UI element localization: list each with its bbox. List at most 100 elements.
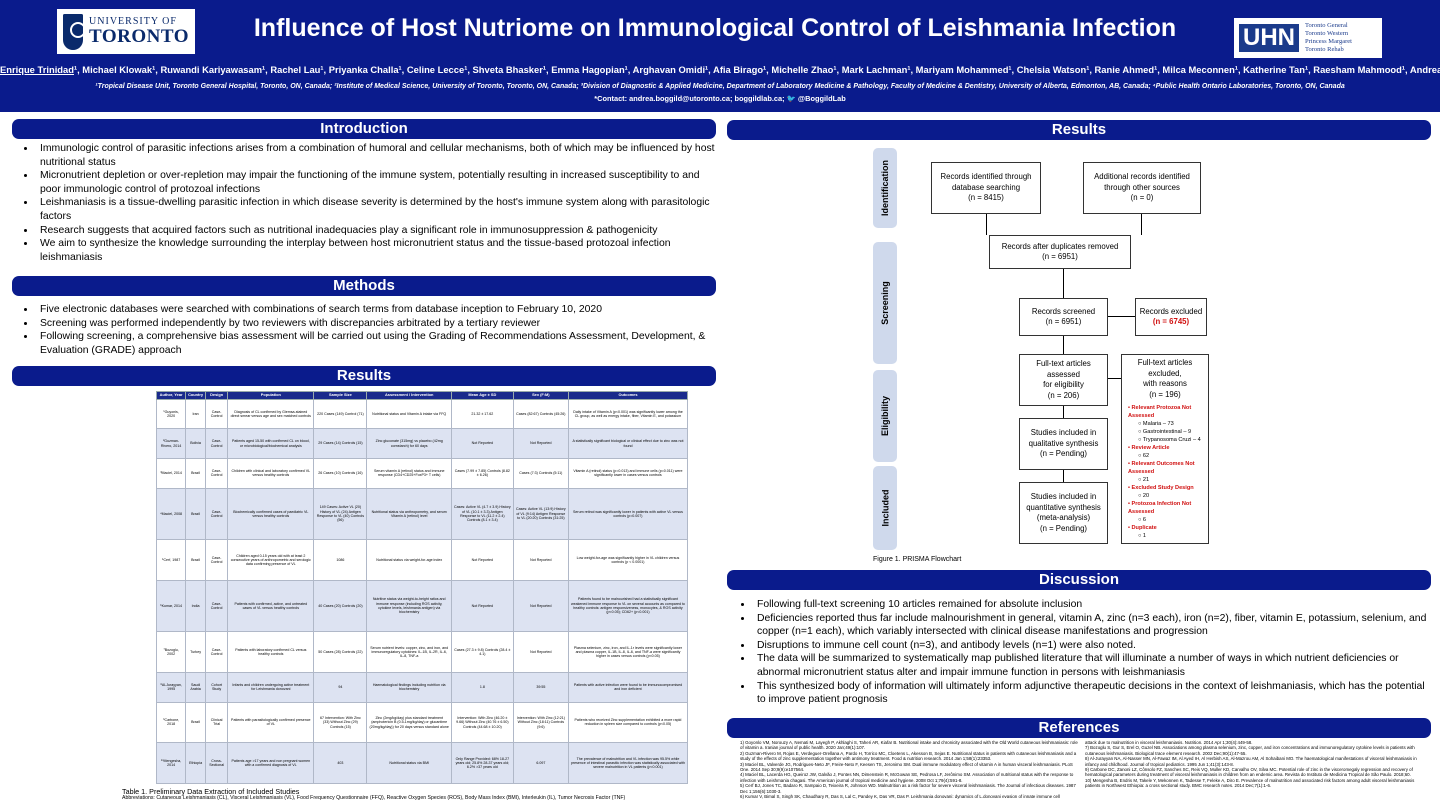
stage-screening: Screening [873,242,897,364]
bullet-item: Screening was performed independently by… [36,317,716,331]
stage-label: Included [880,489,891,527]
reason-sub-item: ○ Trypanosoma Cruzi – 4 [1138,437,1201,443]
reason-sub-item: ○ 21 [1138,477,1150,483]
reference-item: 9) Carbone DC, Zanoni LZ, Cônsolo FZ, Sa… [1085,767,1413,778]
box-line: (n = 6951) [1045,317,1082,326]
stage-identification: Identification [873,148,897,228]
reference-item: 7) Bozoglu S, Gur S, Erel O, Guzel NB. A… [1085,745,1415,756]
table-cell: Cohort Study [204,672,229,703]
table-cell: Case-Control [204,579,229,633]
table-cell: 67 Intervention: With Zinc (33) Without … [313,701,368,744]
references-heading: References [727,718,1431,738]
table-cell: 40 Cases (20) Controls (20) [313,579,368,633]
table-cell: 39:55 [512,672,569,703]
reason-label: • Relevant Outcomes Not Assessed [1128,461,1195,475]
uoft-logo-big: TORONTO [89,26,189,47]
table-cell: Cases (7.99 ± 7.85) Controls (8.82 ± 6.2… [450,457,514,489]
table-header-cell: Mean Age ± SD [450,391,514,400]
table-cell: Nutritional status via anthropometry, an… [366,487,452,541]
exclusion-reason: • Review Article○ 62 [1128,444,1208,460]
university-of-toronto-logo: UNIVERSITY OF TORONTO [57,9,195,54]
reason-label: • Duplicate [1128,525,1157,531]
box-line: Full-text articles excluded, [1137,358,1193,378]
table-cell: Bolivia [185,428,206,459]
table-cell: Haematological findings including nutrit… [366,672,452,703]
box-line: with reasons [1143,379,1187,388]
table-cell: Low weight-for-age was significantly hig… [567,539,689,581]
table-cell: 21.32 ± 17.62 [450,398,514,430]
contact-email-link[interactable]: andrea.boggild@utoronto.ca [629,94,730,103]
table-cell: Saudi Arabia [185,672,206,703]
table-cell: Case-Control [204,539,229,581]
box-line: for eligibility [1043,380,1084,389]
contact-line: *Contact: andrea.boggild@utoronto.ca; bo… [0,94,1440,103]
table-cell: Intervention: With Zinc (12:21) Without … [512,701,569,744]
reason-sub-list: ○ 62 [1128,452,1208,460]
reason-label: • Excluded Study Design [1128,485,1194,491]
box-line: Studies included in [1030,428,1097,438]
affiliations: ¹Tropical Disease Unit, Toronto General … [95,83,1345,90]
uoft-crest-icon [63,13,87,50]
table-cell: Infants and children undergoing active t… [227,672,315,703]
box-line: Records excluded [1139,306,1203,316]
table-cell: ¹⁰Mengesha, 2014 [155,742,187,784]
table-cell: Daily intake of Vitamin A (p<0.001) was … [567,398,689,430]
table-cell: Brazil [185,539,206,581]
box-line: (n = 196) [1149,389,1181,399]
reference-item: 2) Guzman-Rivero M, Rojas E, Verdeguer-O… [740,750,1077,762]
stage-label: Eligibility [880,395,891,437]
table-cell: Zinc (2mg/kg/day) plus standard treatmen… [366,701,452,744]
table-cell: Brazil [185,457,206,489]
first-author: Enrique Trinidad [0,64,74,75]
bullet-item: Micronutrient depletion or over-repletio… [36,169,716,196]
table-cell: Biochemically confirmed cases of paediat… [227,487,315,541]
bullet-item: We aim to synthesize the knowledge surro… [36,237,716,264]
table-header-cell: Design [204,391,229,400]
table-cell: Case-Control [204,631,229,674]
table-cell: Patients found to be malnourished had a … [567,579,689,633]
table-cell: Zinc gluconate (315mg) vs placebo (42mg … [366,428,452,459]
table-cell: 220 Cases (149) Control (71) [313,398,368,430]
table-cell: Cases (27.3 ± 9.8) Controls (28.4 ± 4.1) [450,631,514,674]
uhn-logo-mark: UHN [1239,24,1299,52]
table-cell: 50 Cases (28) Controls (22) [313,631,368,674]
stage-label: Screening [880,281,891,325]
table-cell: Patients with laboratory confirmed CL ve… [227,631,315,674]
box-line: (meta-analysis) [1036,513,1091,522]
bullet-item: The data will be summarized to systemati… [753,652,1433,679]
references-column-1: 1) Goyonlo VM, Norouzy A, Nemati M, Laye… [740,740,1080,799]
table-cell: Patients age >17 years and non pregnant … [227,742,315,784]
arrow-line [1108,378,1121,379]
table-cell: 6.097 [512,742,569,784]
table-cell: ²Guzman-Rivero, 2014 [155,428,187,459]
box-line: database searching [951,182,1021,192]
table-cell: Not Reported [512,428,569,459]
reason-sub-item: ○ 62 [1138,453,1150,459]
poster-header: UNIVERSITY OF TORONTO Influence of Host … [0,0,1440,112]
arrow-line [1063,406,1064,418]
box-line: (n = Pending) [1039,449,1088,459]
table-header-cell: Assessment / Intervention [366,391,452,400]
table-cell: Not Reported [450,428,514,459]
bullet-item: Leishmaniasis is a tissue-dwelling paras… [36,196,716,223]
stage-eligibility: Eligibility [873,370,897,462]
box-line: Full-text articles assessed [1036,359,1091,379]
methods-heading: Methods [12,276,716,296]
table-cell: Diagnosis of CL confirmed by Giemsa-stai… [227,398,315,430]
table-header-cell: Author, Year [155,391,187,400]
reason-sub-item: ○ 20 [1138,493,1150,499]
table-header-cell: Outcomes [567,391,689,400]
box-after-duplicates: Records after duplicates removed(n = 695… [989,235,1131,269]
stage-included: Included [873,466,897,550]
stage-label: Identification [880,160,890,216]
